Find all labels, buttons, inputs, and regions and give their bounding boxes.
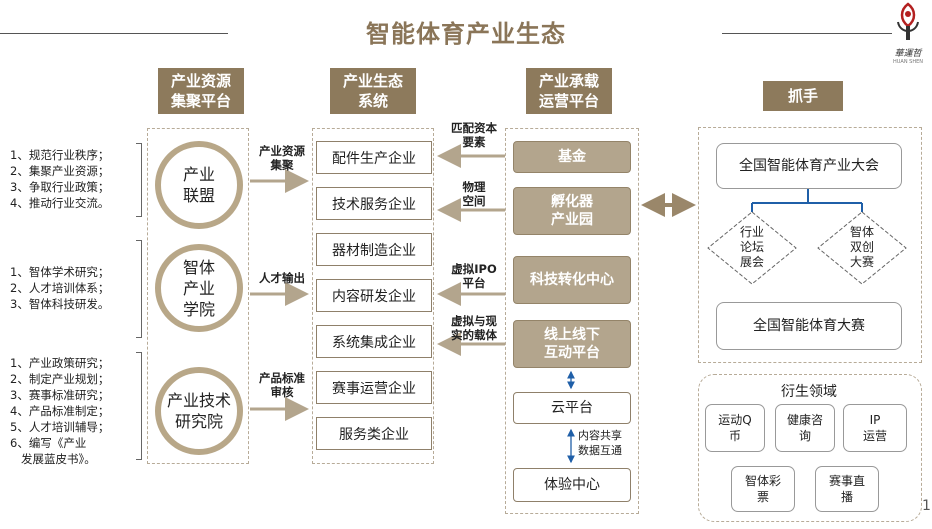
derivative-item: 赛事直播 [815, 466, 879, 512]
page-title: 智能体育产业生态 [366, 20, 566, 48]
interactive-platform-box: 线上线下互动平台 [513, 320, 631, 368]
enterprise-box: 服务类企业 [316, 417, 432, 450]
enterprise-box: 技术服务企业 [316, 187, 432, 220]
industry-alliance-circle: 产业联盟 [155, 141, 243, 229]
incubator-box: 孵化器产业园 [513, 187, 631, 235]
enterprise-box: 配件生产企业 [316, 141, 432, 174]
brand-logo: 華運哲 HUAN SHEN [886, 2, 930, 66]
alliance-list: 1、规范行业秩序；2、集聚产业资源；3、争取行业政策；4、推动行业交流。 [10, 148, 110, 210]
label-resources: 产业资源集聚 [259, 144, 305, 172]
forum-diamond [707, 211, 797, 285]
institute-brace [136, 352, 142, 460]
conference-box: 全国智能体育产业大会 [716, 143, 902, 189]
experience-center-box: 体验中心 [513, 468, 631, 502]
derivative-title: 衍生领域 [781, 384, 837, 400]
contest-diamond [817, 211, 907, 285]
grip-tree-lines [751, 189, 863, 212]
logo-emblem-icon [897, 2, 919, 40]
academy-brace [136, 240, 142, 338]
derivative-item: 智体彩票 [731, 466, 795, 512]
page-number: 1 [922, 498, 931, 514]
contest-label: 智体双创大赛 [849, 225, 874, 269]
competition-box: 全国智能体育大赛 [716, 302, 902, 350]
operations-panel [505, 128, 639, 514]
enterprise-box: 内容研发企业 [316, 279, 432, 312]
institute-list: 1、产业政策研究；2、制定产业规划；3、赛事标准研究；4、产品标准制定；5、人才… [10, 356, 110, 466]
header-ecosystem: 产业生态系统 [330, 68, 416, 114]
label-carrier: 虚拟与现实的载体 [451, 314, 497, 342]
forum-label: 行业论坛展会 [739, 225, 764, 269]
academy-list: 1、智体学术研究；2、人才培训体系；3、智体科技研发。 [10, 265, 110, 311]
ecosystem-panel [312, 128, 434, 464]
fund-box: 基金 [513, 141, 631, 173]
tech-transfer-box: 科技转化中心 [513, 256, 631, 304]
enterprise-box: 系统集成企业 [316, 325, 432, 358]
grip-panel [698, 127, 922, 363]
logo-text: 華運哲 [894, 49, 922, 59]
label-standards: 产品标准审核 [259, 371, 305, 399]
enterprise-box: 器材制造企业 [316, 233, 432, 266]
tech-institute-circle: 产业技术研究院 [155, 367, 243, 455]
title-rule-right [722, 33, 892, 34]
enterprise-box: 赛事运营企业 [316, 371, 432, 404]
alliance-brace [136, 143, 142, 217]
header-operations: 产业承载运营平台 [526, 68, 612, 114]
header-resources: 产业资源集聚平台 [158, 68, 244, 114]
label-capital: 匹配资本要素 [451, 121, 497, 149]
label-talent: 人才输出 [259, 271, 305, 285]
resources-panel [147, 128, 249, 464]
title-rule-left [0, 33, 228, 34]
label-space: 物理空间 [462, 180, 486, 208]
derivative-panel [698, 374, 922, 522]
header-grip: 抓手 [763, 81, 843, 111]
industry-academy-circle: 智体产业学院 [155, 244, 243, 332]
logo-subtext: HUAN SHEN [892, 59, 923, 65]
data-share-label: 内容共享数据互通 [578, 429, 622, 457]
derivative-item: 健康咨询 [775, 404, 835, 452]
cloud-platform-box: 云平台 [513, 392, 631, 424]
